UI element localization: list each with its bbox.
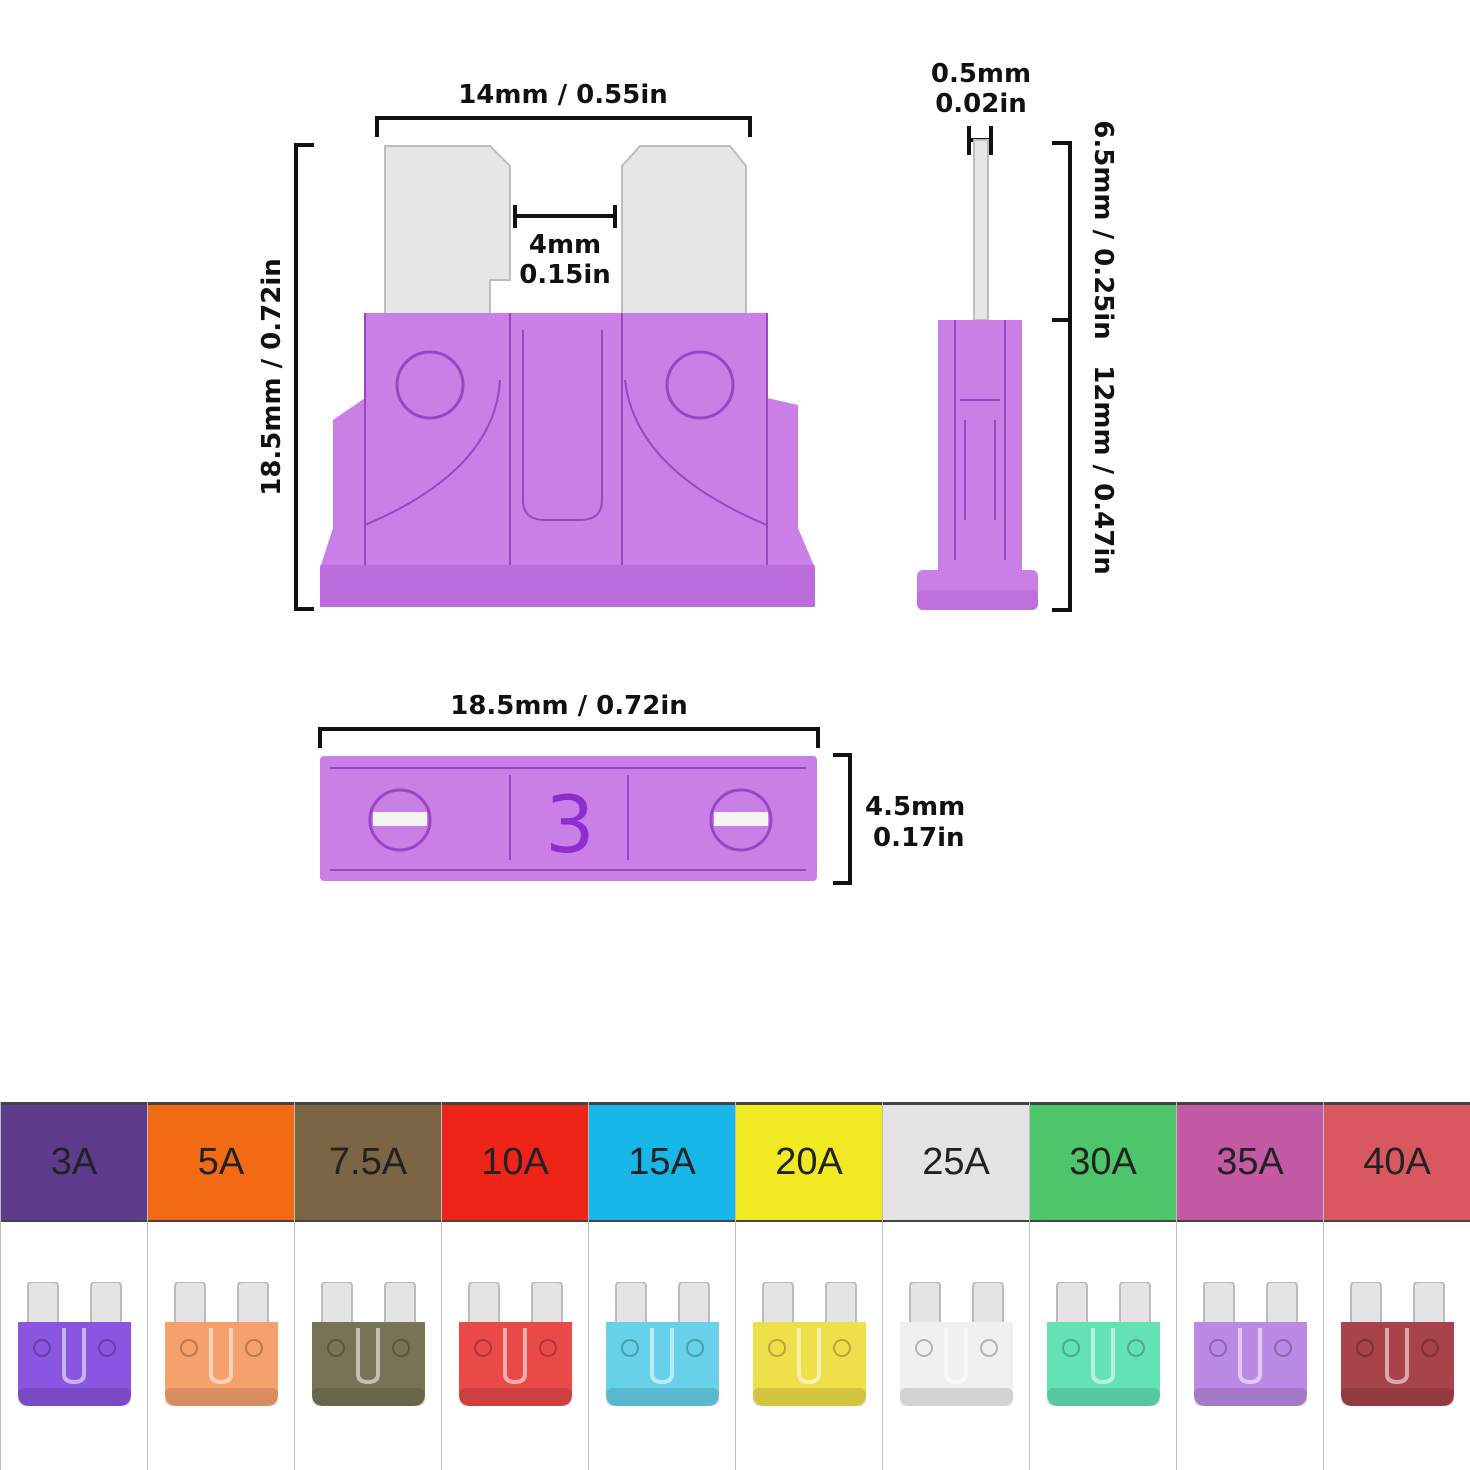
- top-left-port: [368, 788, 432, 852]
- rating-cell: 15A: [588, 1102, 735, 1470]
- thickness-mm-label: 0.5mm: [931, 59, 1031, 89]
- housing-base: [320, 565, 815, 607]
- rating-label: 15A: [589, 1102, 735, 1222]
- rating-label: 3A: [1, 1102, 147, 1222]
- side-housing-details: [954, 320, 1006, 560]
- bottom-width-label: 18.5mm / 0.72in: [450, 691, 688, 721]
- fuse-icon: [17, 1282, 131, 1406]
- top-width-bracket: [375, 116, 752, 137]
- fuse-icon: [164, 1282, 278, 1406]
- fuse-icon: [752, 1282, 866, 1406]
- height-label: 18.5mm / 0.72in: [257, 258, 287, 496]
- depth-mm-label: 4.5mm: [865, 792, 965, 822]
- front-view: 14mm / 0.55in 4mm 0.15in 18.5mm / 0.72in: [257, 80, 815, 611]
- blade-height-label: 6.5mm / 0.25in: [1088, 120, 1118, 339]
- right-curve: [624, 379, 768, 526]
- height-bracket: [294, 143, 314, 611]
- rating-label: 25A: [883, 1102, 1029, 1222]
- rating-cell: 35A: [1176, 1102, 1323, 1470]
- rating-label: 30A: [1030, 1102, 1176, 1222]
- side-base-shade: [917, 590, 1038, 610]
- fuse-icon: [458, 1282, 572, 1406]
- gap-bracket: [513, 205, 617, 228]
- fuse-icon: [605, 1282, 719, 1406]
- rating-cell: 10A: [441, 1102, 588, 1470]
- top-width-label: 14mm / 0.55in: [458, 80, 668, 110]
- rating-cell: 5A: [147, 1102, 294, 1470]
- right-test-port: [665, 350, 735, 420]
- fuse-icon: [1340, 1282, 1454, 1406]
- top-view: 18.5mm / 0.72in 3 4.5mm 0.17in: [318, 691, 965, 885]
- fuse-icon: [1046, 1282, 1160, 1406]
- rating-cell: 25A: [882, 1102, 1029, 1470]
- rating-label: 20A: [736, 1102, 882, 1222]
- left-curve: [364, 379, 501, 526]
- side-blade: [973, 139, 989, 321]
- top-right-port: [709, 788, 773, 852]
- side-base: [917, 570, 1038, 610]
- left-blade: [384, 145, 511, 319]
- top-housing-lines: [330, 767, 806, 871]
- rating-label: 35A: [1177, 1102, 1323, 1222]
- top-rating-number: 3: [545, 781, 595, 871]
- fuse-housing: [320, 313, 815, 607]
- top-housing: [320, 756, 817, 881]
- top-right-slot: [714, 812, 768, 826]
- rating-cell: 30A: [1029, 1102, 1176, 1470]
- rating-label: 5A: [148, 1102, 294, 1222]
- rating-cell: 20A: [735, 1102, 882, 1470]
- rating-label: 10A: [442, 1102, 588, 1222]
- rating-cell: 7.5A: [294, 1102, 441, 1470]
- gap-mm-label: 4mm: [529, 230, 601, 260]
- fuse-icon: [1193, 1282, 1307, 1406]
- thickness-in-label: 0.02in: [935, 89, 1027, 119]
- rating-label: 40A: [1324, 1102, 1470, 1222]
- center-channel: [522, 330, 603, 521]
- side-height-bracket: [1052, 141, 1072, 612]
- right-blade: [621, 145, 747, 319]
- rating-cell: 3A: [0, 1102, 147, 1470]
- bottom-width-bracket: [318, 727, 820, 748]
- depth-in-label: 0.17in: [873, 823, 965, 853]
- side-housing: [938, 320, 1022, 572]
- fuse-icon: [899, 1282, 1013, 1406]
- side-view: 0.5mm 0.02in 6.5mm / 0.25in 12mm / 0.47i…: [917, 59, 1118, 612]
- housing-ribs: [364, 313, 768, 565]
- left-test-port: [395, 350, 465, 420]
- rating-label: 7.5A: [295, 1102, 441, 1222]
- depth-bracket: [833, 753, 852, 885]
- gap-in-label: 0.15in: [519, 260, 611, 290]
- top-left-slot: [373, 812, 427, 826]
- rating-cell: 40A: [1323, 1102, 1470, 1470]
- fuse-icon: [311, 1282, 425, 1406]
- body-height-label: 12mm / 0.47in: [1088, 365, 1118, 575]
